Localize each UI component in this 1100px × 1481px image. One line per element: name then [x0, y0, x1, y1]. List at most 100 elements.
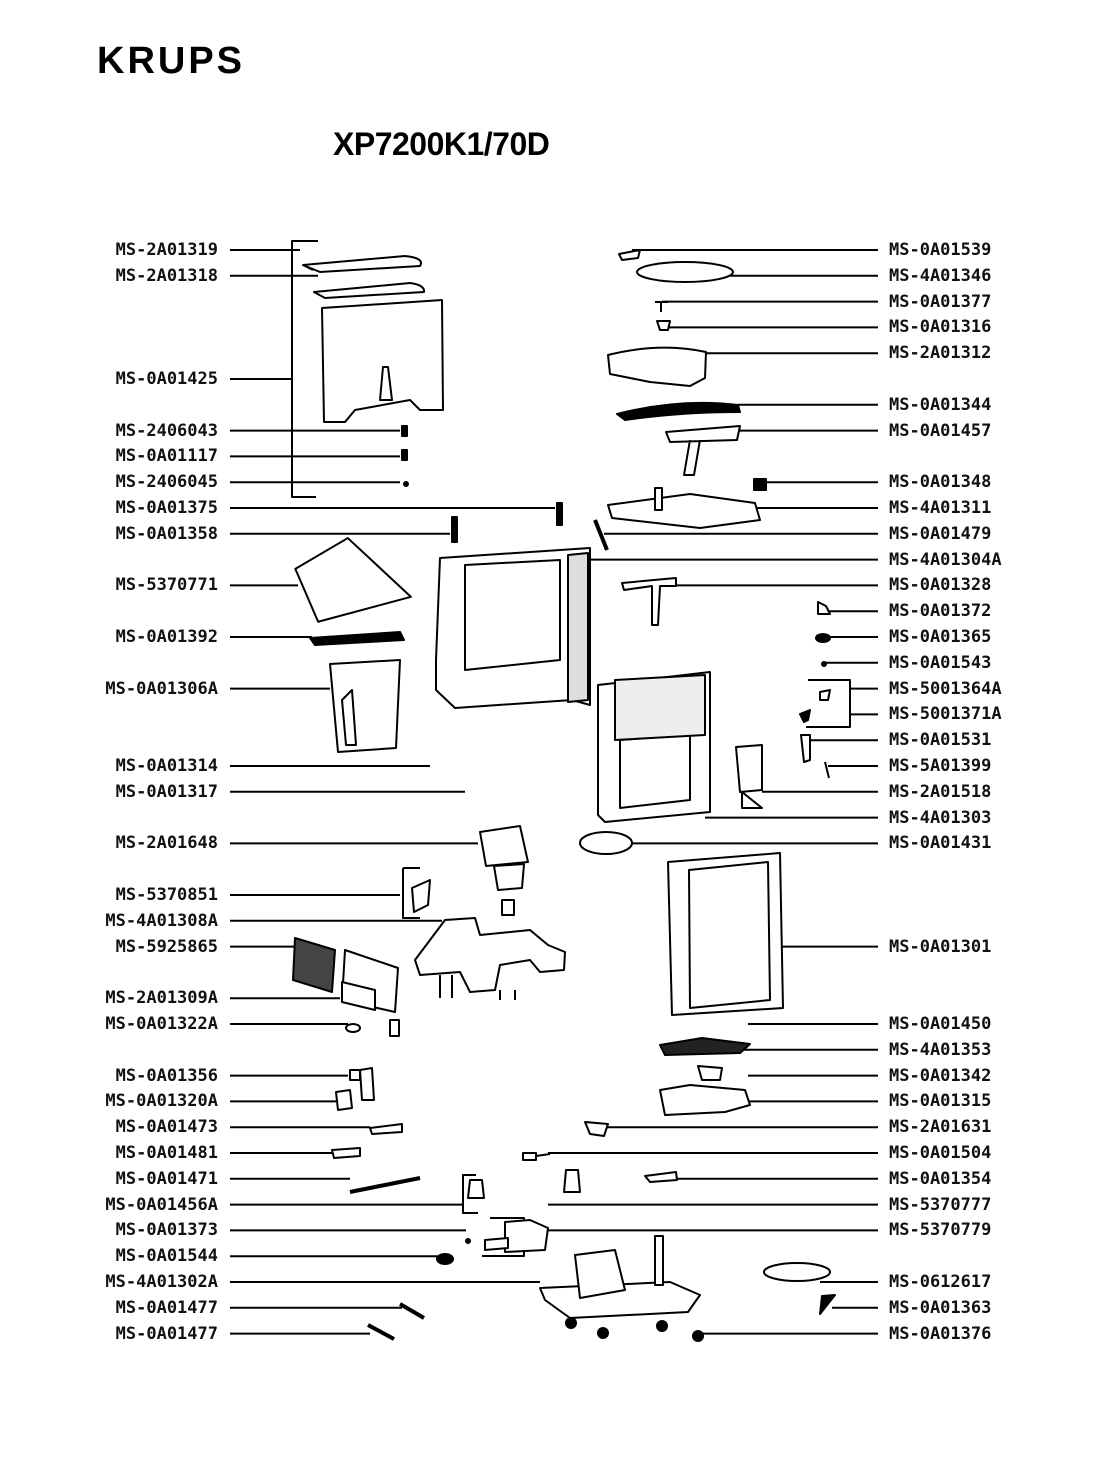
part-label-ms-0a01363: MS-0A01363: [889, 1297, 992, 1318]
part-label-ms-2a01309a: MS-2A01309A: [105, 988, 218, 1009]
part-foot-2: [598, 1328, 608, 1338]
parts: [292, 241, 850, 1341]
part-pump: [505, 1220, 548, 1252]
part-rod-477a: [400, 1304, 424, 1318]
part-valve-body: [412, 880, 430, 912]
part-label-ms-5370771: MS-5370771: [115, 575, 218, 596]
part-knob: [657, 321, 670, 330]
part-pin-373: [466, 1239, 470, 1243]
part-label-ms-0a01315: MS-0A01315: [889, 1091, 992, 1112]
part-transformer: [575, 1250, 625, 1298]
part-label-ms-0a01504: MS-0A01504: [889, 1143, 992, 1163]
part-label-ms-5370851: MS-5370851: [115, 885, 218, 905]
part-power-cord: [764, 1263, 830, 1281]
part-tiny: [822, 662, 826, 666]
part-rod-477b: [368, 1325, 394, 1339]
model-number: XP7200K1/70D: [333, 126, 550, 162]
part-nozzle: [585, 1122, 608, 1136]
brand-logo: KRUPS: [97, 40, 246, 82]
part-lid-top: [303, 256, 421, 272]
part-front-panel-inner: [689, 862, 770, 1008]
part-label-ms-0a01365: MS-0A01365: [889, 627, 992, 647]
part-label-ms-0a01314: MS-0A01314: [115, 756, 218, 776]
part-label-ms-0a01479: MS-0A01479: [889, 523, 992, 544]
part-foot-1: [566, 1318, 576, 1328]
part-tube-b: [332, 1148, 360, 1158]
part-water-tank-valve: [380, 367, 392, 400]
part-top-frame-post: [655, 488, 662, 510]
part-lid-hinge: [314, 283, 424, 298]
part-grommet: [346, 1024, 360, 1032]
part-label-ms-0a01376: MS-0A01376: [889, 1323, 992, 1344]
part-label-ms-2a01631: MS-2A01631: [889, 1117, 992, 1138]
part-brew-unit: [415, 918, 565, 992]
part-nut: [816, 634, 830, 642]
part-label-ms-4a01303: MS-4A01303: [889, 807, 992, 828]
part-label-ms-0a01375: MS-0A01375: [115, 498, 218, 518]
part-label-ms-0a01356: MS-0A01356: [115, 1065, 218, 1086]
part-motor: [480, 826, 528, 866]
part-label-ms-2a01318: MS-2A01318: [115, 265, 218, 286]
part-label-ms-0a01450: MS-0A01450: [889, 1014, 992, 1034]
part-label-ms-4a01304a: MS-4A01304A: [889, 549, 1002, 570]
part-screw-b: [452, 517, 457, 542]
part-bean-bowl: [608, 348, 706, 386]
part-valve-knob: [818, 602, 830, 614]
part-clip: [619, 250, 640, 260]
part-label-ms-4a01353: MS-4A01353: [889, 1039, 992, 1060]
part-label-ms-0a01301: MS-0A01301: [889, 936, 992, 957]
part-hopper-lid: [294, 535, 412, 623]
part-drip-tray: [660, 1085, 750, 1115]
part-label-ms-4a01308a: MS-4A01308A: [105, 910, 218, 931]
part-spring-2: [402, 450, 407, 460]
part-label-ms-0a01531: MS-0A01531: [889, 730, 992, 751]
part-valve-456: [468, 1180, 484, 1198]
part-grid: [310, 632, 404, 645]
part-lever: [622, 578, 676, 625]
part-label-ms-5370777: MS-5370777: [889, 1194, 992, 1215]
part-label-ms-5370779: MS-5370779: [889, 1220, 992, 1241]
part-brew-unit-legs: [440, 975, 515, 1000]
part-grounds-container: [330, 660, 400, 752]
part-spring-1: [402, 426, 407, 436]
part-label-ms-0a01457: MS-0A01457: [889, 420, 992, 441]
part-label-ms-2a01518: MS-2A01518: [889, 781, 992, 802]
part-label-ms-0a01544: MS-0A01544: [115, 1246, 218, 1267]
part-label-ms-0a01354: MS-0A01354: [889, 1168, 992, 1189]
part-label-ms-5a01399: MS-5A01399: [889, 756, 992, 776]
part-label-ms-0a01317: MS-0A01317: [115, 781, 218, 802]
part-label-ms-0a01543: MS-0A01543: [889, 652, 992, 673]
part-label-ms-0a01320a: MS-0A01320A: [105, 1091, 218, 1112]
part-label-ms-0a01431: MS-0A01431: [889, 833, 992, 854]
part-label-ms-0a01358: MS-0A01358: [115, 523, 218, 544]
part-motor-pin: [502, 900, 514, 915]
part-label-ms-0a01481: MS-0A01481: [115, 1143, 218, 1163]
part-chassis-inner: [465, 560, 560, 670]
part-foot-3: [657, 1321, 667, 1331]
part-sensor: [801, 735, 810, 762]
part-label-ms-0a01477: MS-0A01477: [115, 1297, 218, 1318]
part-top-frame: [608, 494, 760, 528]
part-label-ms-0612617: MS-0612617: [889, 1272, 992, 1292]
part-pin: [825, 762, 829, 778]
part-label-ms-5001371a: MS-5001371A: [889, 704, 1002, 725]
part-connector-small: [645, 1172, 677, 1182]
part-pcb: [293, 938, 335, 992]
part-key-a: [820, 690, 830, 700]
part-screw-a: [557, 503, 562, 525]
part-label-ms-4a01302a: MS-4A01302A: [105, 1272, 218, 1292]
part-base-tower: [655, 1236, 663, 1285]
part-label-ms-0a01348: MS-0A01348: [889, 472, 992, 493]
part-label-ms-0a01328: MS-0A01328: [889, 575, 992, 596]
part-label-ms-2a01648: MS-2A01648: [115, 833, 218, 854]
part-label-ms-0a01473: MS-0A01473: [115, 1117, 218, 1138]
part-gasket-ring: [637, 262, 733, 282]
part-label-ms-0a01456a: MS-0A01456A: [105, 1194, 218, 1215]
part-grounds-container-slot: [342, 690, 356, 745]
part-label-ms-4a01311: MS-4A01311: [889, 498, 992, 518]
part-float: [698, 1066, 722, 1080]
part-label-ms-0a01425: MS-0A01425: [115, 369, 218, 389]
part-label-ms-0a01342: MS-0A01342: [889, 1065, 992, 1086]
part-label-ms-2406043: MS-2406043: [115, 420, 218, 441]
